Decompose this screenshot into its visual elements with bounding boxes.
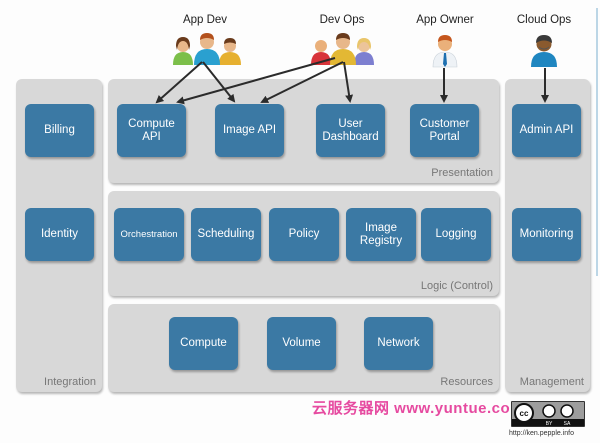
billing-box[interactable]: Billing [25,104,94,157]
svg-text:cc: cc [520,409,529,418]
person-icon-female-yellow [219,38,241,65]
monitoring-box[interactable]: Monitoring [512,208,581,261]
management-panel-label: Management [519,376,584,388]
arrow-devops-user-dashboard [343,61,354,103]
scheduling-box[interactable]: Scheduling [191,208,261,261]
logic-panel-label: Logic (Control) [420,280,493,292]
image-api-box[interactable]: Image API [215,104,284,157]
logging-box[interactable]: Logging [421,208,491,261]
role-label-dev-ops: Dev Ops [319,14,365,26]
arrow-appdev-image-api [202,61,236,103]
identity-box[interactable]: Identity [25,208,94,261]
svg-text:BY: BY [546,421,553,426]
cc-circle-icon [514,403,534,423]
compute-box[interactable]: Compute [169,317,238,370]
role-label-cloud-ops: Cloud Ops [516,14,572,26]
customer-portal-box[interactable]: Customer Portal [410,104,479,157]
image-registry-box[interactable]: Image Registry [346,208,416,261]
arrow-devops-compute-api [176,57,336,105]
app-dev-people-icon [173,33,241,65]
person-icon-red [311,40,331,65]
cc-license-badge[interactable]: cc BY SA [511,401,585,427]
arrow-appdev-compute-api [155,61,203,104]
person-icon-yellow [330,33,356,65]
person-icon-male-blue [194,33,220,65]
person-icon-purple [354,38,374,65]
compute-api-box[interactable]: Compute API [117,104,186,157]
person-icon-female-green [173,37,193,65]
network-box[interactable]: Network [364,317,433,370]
orchestration-box[interactable]: Orchestration [114,208,184,261]
tie-icon [443,53,447,67]
app-owner-person-icon [432,35,458,68]
dev-ops-people-icon [311,33,374,65]
by-attribution-icon [542,404,556,418]
edge-line [596,8,598,276]
policy-box[interactable]: Policy [269,208,339,261]
watermark-text: 云服务器网 www.yuntue.com [312,400,524,417]
user-dashboard-box[interactable]: User Dashboard [316,104,385,157]
license-url[interactable]: http://ken.pepple.info [509,430,574,437]
resources-panel-label: Resources [440,376,493,388]
cc-license-icon: cc BY SA [512,403,584,427]
role-label-app-owner: App Owner [416,14,474,26]
presentation-panel-label: Presentation [431,167,493,179]
volume-box[interactable]: Volume [267,317,336,370]
role-label-app-dev: App Dev [182,14,228,26]
svg-text:SA: SA [564,421,571,426]
arrow-devops-image-api [260,61,344,103]
sa-share-alike-icon [560,404,574,418]
integration-panel-label: Integration [44,376,96,388]
admin-api-box[interactable]: Admin API [512,104,581,157]
cloud-ops-person-icon [531,35,557,67]
